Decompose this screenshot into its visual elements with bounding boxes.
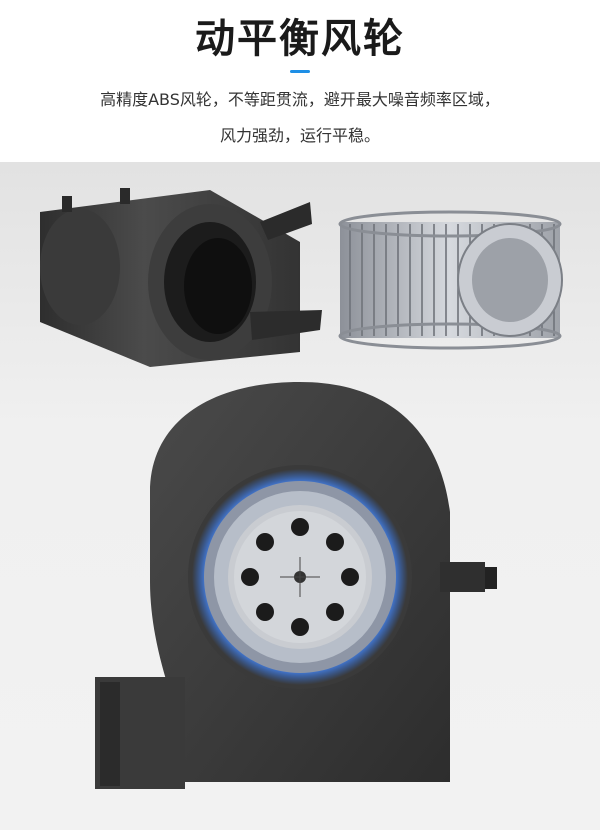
description-line-1: 高精度ABS风轮，不等距贯流，避开最大噪音频率区域，: [100, 90, 500, 109]
title-accent-bar: [290, 70, 310, 73]
assembled-blower: [95, 382, 497, 789]
product-illustration: [40, 188, 563, 789]
description-line-2: 风力强劲，运行平稳。: [219, 126, 380, 145]
page-title: 动平衡风轮: [195, 16, 405, 62]
product-illustration-area: [0, 162, 600, 830]
impeller-cage-part: [338, 210, 563, 350]
header: 动平衡风轮 高精度ABS风轮，不等距贯流，避开最大噪音频率区域， 风力强劲，运行…: [0, 0, 600, 160]
scroll-housing-part: [40, 188, 322, 367]
